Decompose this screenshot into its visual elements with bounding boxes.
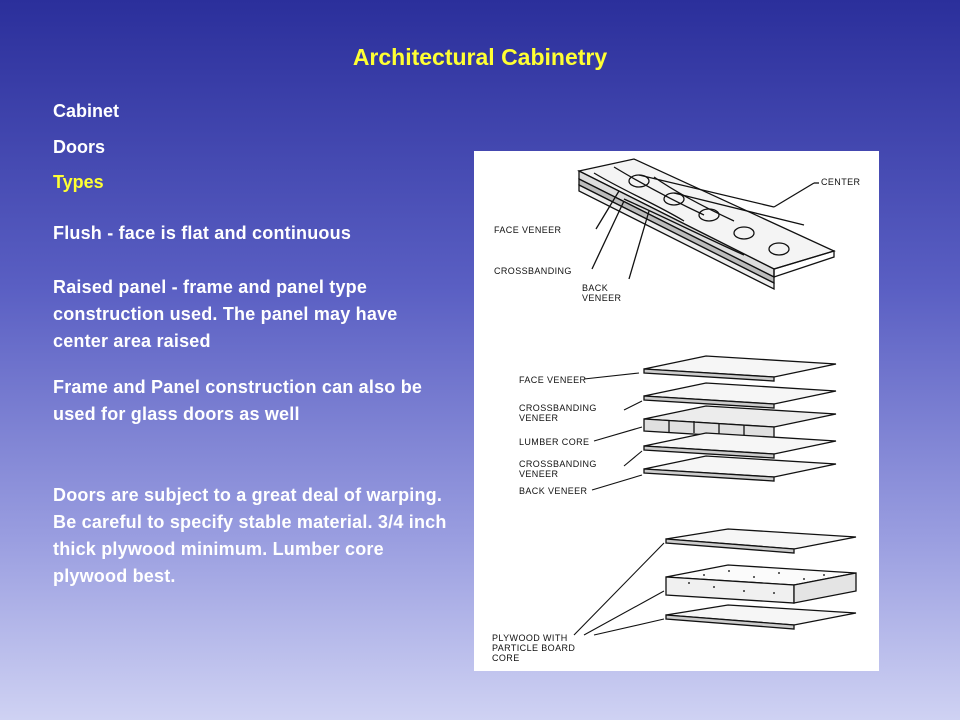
lumber-core-leaders: [583, 372, 643, 491]
label-particle-board: PARTICLE BOARD: [492, 643, 575, 653]
label-back-veneer-mid: BACK VENEER: [519, 486, 588, 496]
label-crossbanding-veneer-1b: VENEER: [519, 413, 559, 423]
label-crossbanding-top: CROSSBANDING: [494, 266, 572, 276]
label-lumber-core: LUMBER CORE: [519, 437, 589, 447]
paragraph-warping: Doors are subject to a great deal of war…: [53, 485, 447, 586]
plywood-diagram: CENTER FACE VENEER CROSSBANDING BACK VEN…: [492, 158, 861, 663]
label-core: CORE: [492, 653, 520, 663]
slide-title: Architectural Cabinetry: [352, 44, 608, 70]
particle-board-leaders: [573, 542, 665, 636]
label-back-veneer-top-1: BACK: [582, 283, 608, 293]
breadcrumb-level-types: Types: [53, 172, 104, 192]
label-plywood-with: PLYWOOD WITH: [492, 633, 568, 643]
label-face-veneer-top: FACE VENEER: [494, 225, 562, 235]
veneer-core-illustration: [577, 158, 836, 291]
label-crossbanding-veneer-1a: CROSSBANDING: [519, 403, 597, 413]
label-crossbanding-veneer-2a: CROSSBANDING: [519, 459, 597, 469]
paragraph-flush: Flush - face is flat and continuous: [53, 223, 352, 243]
label-center: CENTER: [821, 177, 861, 187]
label-back-veneer-top-2: VENEER: [582, 293, 622, 303]
lumber-core-illustration: [643, 355, 837, 482]
plywood-construction-figure: CENTER FACE VENEER CROSSBANDING BACK VEN…: [474, 151, 879, 671]
breadcrumb-level-doors: Doors: [53, 137, 106, 157]
paragraph-frame-and-panel: Frame and Panel construction can also be…: [53, 377, 423, 424]
paragraph-raised-panel: Raised panel - frame and panel type cons…: [53, 277, 398, 351]
label-face-veneer-mid: FACE VENEER: [519, 375, 587, 385]
breadcrumb-level-cabinet: Cabinet: [53, 101, 120, 121]
label-crossbanding-veneer-2b: VENEER: [519, 469, 559, 479]
particle-speckles: [688, 570, 825, 594]
particle-board-illustration: [665, 528, 857, 630]
